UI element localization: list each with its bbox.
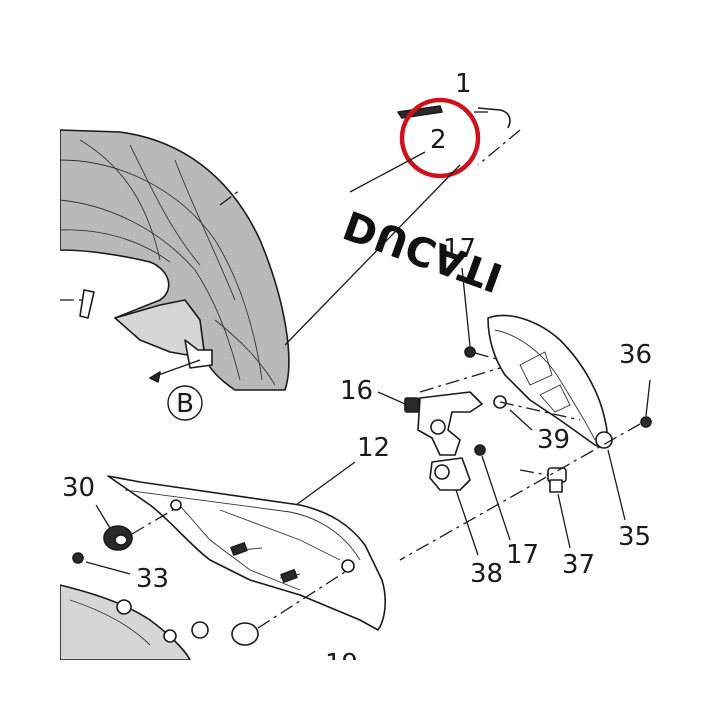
callout-37: 37 bbox=[562, 550, 595, 580]
hinge-bracket bbox=[417, 391, 483, 491]
callout-36: 36 bbox=[619, 340, 652, 370]
callout-39: 39 bbox=[537, 425, 570, 455]
decal-strip-1 bbox=[397, 105, 511, 129]
screw-17b bbox=[474, 444, 486, 456]
view-marker-b: B bbox=[167, 385, 203, 421]
tail-lamp bbox=[59, 584, 209, 661]
rubber-bush-30 bbox=[103, 525, 133, 551]
screw-33 bbox=[72, 552, 84, 564]
callout-33: 33 bbox=[136, 564, 169, 594]
highlight-circle bbox=[399, 97, 481, 179]
callout-17b: 17 bbox=[506, 540, 539, 570]
callout-35: 35 bbox=[618, 522, 651, 552]
plate-holder bbox=[107, 475, 387, 631]
ducati-logo-decal: DUCATI bbox=[338, 201, 509, 301]
callout-30: 30 bbox=[62, 473, 95, 503]
screw-17a bbox=[464, 346, 476, 358]
cap-19 bbox=[231, 622, 259, 646]
callout-12: 12 bbox=[357, 433, 390, 463]
screw-36 bbox=[640, 416, 652, 428]
svg-text:DUCATI: DUCATI bbox=[338, 201, 509, 301]
callout-16: 16 bbox=[340, 376, 373, 406]
callout-1: 1 bbox=[455, 69, 472, 99]
callout-38: 38 bbox=[470, 559, 503, 589]
bolt-37 bbox=[547, 467, 567, 493]
clip-16 bbox=[404, 397, 420, 413]
view-marker-label: B bbox=[176, 389, 194, 419]
tail-fairing bbox=[59, 129, 290, 391]
tail-light-bracket bbox=[487, 314, 613, 449]
callout-2: 2 bbox=[430, 125, 447, 155]
callout-17a: 17 bbox=[443, 234, 476, 264]
